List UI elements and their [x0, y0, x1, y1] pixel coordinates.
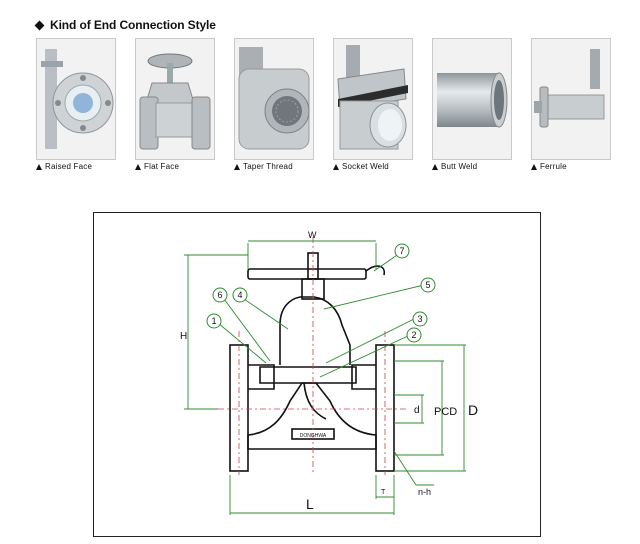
socket-weld-photo [333, 38, 413, 160]
center-lines [218, 237, 406, 475]
bonnet [279, 296, 351, 365]
raised-face-caption: Raised Face [36, 162, 92, 171]
valve-body [247, 382, 377, 450]
butt-weld-caption: Butt Weld [432, 162, 477, 171]
dim-l-label: L [306, 496, 314, 512]
triangle-bullet-icon [531, 163, 537, 170]
callout-circles [206, 243, 436, 343]
handwheel [247, 268, 367, 280]
dim-nh-label: n-h [418, 487, 431, 497]
callout-4-label: 4 [237, 290, 242, 300]
triangle-bullet-icon [432, 163, 438, 170]
dim-pcd-label: PCD [434, 406, 457, 418]
callout-2 [406, 327, 422, 343]
ferrule-photo [531, 38, 611, 160]
callout-2-label: 2 [411, 330, 416, 340]
callout-7 [394, 243, 410, 259]
triangle-bullet-icon [135, 163, 141, 170]
flat-face-photo [135, 38, 215, 160]
callout-labels: 1 2 3 4 5 6 7 [211, 246, 430, 340]
right-port [351, 364, 376, 390]
raised-face-photo [36, 38, 116, 160]
callout-6 [212, 287, 228, 303]
callout-6-label: 6 [217, 290, 222, 300]
valve-drawing-svg: 1 2 3 4 5 6 7 W H L T D PCD d n-h DONGHW… [180, 230, 478, 515]
diamond-bullet-icon [34, 20, 45, 30]
triangle-bullet-icon [36, 163, 42, 170]
taper-thread-caption: Taper Thread [234, 162, 293, 171]
flat-face-caption: Flat Face [135, 162, 179, 171]
taper-thread-photo [234, 38, 314, 160]
callout-5 [420, 277, 436, 293]
valve-dimension-drawing: 1 2 3 4 5 6 7 W H L T D PCD d n-h DONGHW… [93, 212, 541, 537]
dim-w-label: W [308, 230, 317, 240]
callout-4 [232, 287, 248, 303]
connection-gallery: Raised Face Flat Face Taper Thread Socke… [36, 38, 616, 178]
bonnet-flange [259, 366, 357, 384]
callout-7-label: 7 [399, 246, 404, 256]
dimension-labels: W H L T D PCD d n-h DONGHWA [180, 230, 478, 512]
dim-d-label: d [414, 405, 420, 416]
section-title: Kind of End Connection Style [34, 18, 216, 32]
callout-1-label: 1 [211, 316, 216, 326]
socket-weld-caption: Socket Weld [333, 162, 389, 171]
triangle-bullet-icon [234, 163, 240, 170]
callout-3 [412, 311, 428, 327]
triangle-bullet-icon [333, 163, 339, 170]
section-title-text: Kind of End Connection Style [50, 18, 216, 32]
dim-t-label: T [381, 489, 386, 496]
handwheel-knob [365, 265, 386, 276]
callout-5-label: 5 [425, 280, 430, 290]
butt-weld-photo [432, 38, 512, 160]
dimension-lines [184, 240, 466, 515]
dim-D-label: D [468, 402, 478, 418]
callout-1 [206, 313, 222, 329]
callout-3-label: 3 [417, 314, 422, 324]
dim-h-label: H [180, 331, 187, 342]
brand-label: DONGHWA [300, 433, 327, 439]
diaphragm [303, 382, 327, 420]
ferrule-caption: Ferrule [531, 162, 567, 171]
left-port [248, 364, 275, 390]
